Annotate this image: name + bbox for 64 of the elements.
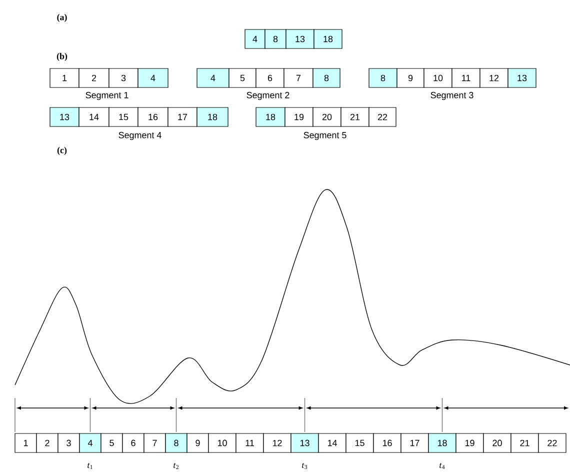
table-cell: 14: [78, 107, 110, 127]
segment-label: Segment 3: [430, 92, 474, 100]
table-cell: 8: [264, 29, 286, 49]
table-cell: 15: [346, 433, 374, 453]
table-cell: 10: [424, 68, 452, 88]
table-cell: 16: [373, 433, 402, 453]
table-cell: 18: [314, 29, 342, 49]
table-cell: 2: [36, 433, 58, 453]
table-cell: 14: [318, 433, 346, 453]
table-cell: 1: [14, 433, 37, 453]
table-cell: 11: [236, 433, 264, 453]
table-cell: 3: [108, 68, 138, 88]
time-label: t$_{3}$: [302, 462, 308, 470]
table-cell: 1: [50, 68, 80, 88]
table-cell: 20: [312, 107, 342, 127]
table-cell: 9: [396, 68, 424, 88]
segment-label: Segment 4: [118, 132, 162, 140]
table-cell: 22: [368, 107, 396, 127]
table-cell: 15: [108, 107, 138, 127]
table-cell: 10: [208, 433, 236, 453]
table-cell: 13: [50, 107, 80, 127]
table-cell: 2: [78, 68, 110, 88]
panel-label: (a): [57, 14, 67, 22]
segment-label: Segment 5: [304, 132, 346, 140]
table-cell: 5: [228, 68, 256, 88]
table-cell: 18: [256, 107, 286, 127]
table-cell: 8: [368, 68, 398, 88]
table-cell: 4: [196, 68, 230, 88]
table-cell: 16: [138, 107, 168, 127]
table-cell: 5: [100, 433, 123, 453]
time-label: t$_{2}$: [174, 462, 178, 469]
table-cell: 13: [286, 29, 314, 49]
table-cell: 20: [483, 433, 512, 453]
table-cell: 3: [58, 433, 80, 453]
panel-label: (b): [56, 52, 68, 62]
table-cell: 17: [168, 107, 198, 127]
table-cell: 21: [510, 433, 539, 453]
table-cell: 13: [290, 433, 319, 453]
table-cell: 11: [452, 68, 480, 88]
table-cell: 9: [186, 433, 209, 453]
table-cell: 4: [79, 433, 102, 453]
table-cell: 4: [138, 68, 168, 88]
table-cell: 21: [340, 107, 370, 127]
segment-label: Segment 1: [86, 92, 128, 100]
table-cell: 17: [400, 433, 429, 453]
time-label: t$_{4}$: [440, 462, 445, 469]
table-cell: 7: [144, 433, 166, 453]
table-cell: 6: [122, 433, 144, 453]
segment-label: Segment 2: [246, 92, 290, 100]
table-cell: 22: [538, 433, 566, 453]
table-cell: 18: [196, 107, 228, 127]
table-cell: 4: [244, 29, 266, 49]
table-cell: 8: [312, 68, 340, 88]
table-cell: 7: [284, 68, 314, 88]
table-cell: 18: [428, 433, 456, 453]
table-cell: 6: [256, 68, 284, 88]
table-cell: 13: [508, 68, 536, 88]
panel-label: (c): [57, 146, 67, 156]
table-cell: 12: [480, 68, 508, 88]
table-cell: 8: [165, 433, 188, 453]
table-cell: 12: [263, 433, 292, 453]
time-label: t$_{1}$: [88, 462, 92, 469]
table-cell: 19: [284, 107, 314, 127]
table-cell: 19: [456, 433, 484, 453]
